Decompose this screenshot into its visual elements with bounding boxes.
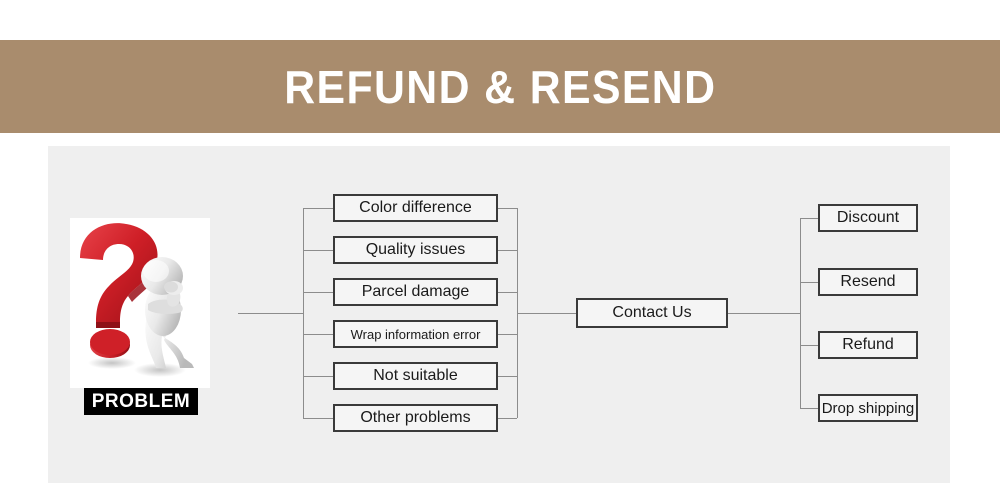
connector-stub-problem-1	[303, 208, 333, 209]
page-banner: REFUND & RESEND	[0, 40, 1000, 133]
connector-stub-problem-6	[303, 418, 333, 419]
connector-stub-solution-1	[800, 218, 818, 219]
solution-box-resend[interactable]: Resend	[818, 268, 918, 296]
diagram-panel: PROBLEM Color difference Quality issues …	[48, 146, 950, 483]
connector-stub-problem-5	[303, 376, 333, 377]
page-title: REFUND & RESEND	[283, 60, 717, 113]
problem-box-wrap-information-error[interactable]: Wrap information error	[333, 320, 498, 348]
problem-box-parcel-damage[interactable]: Parcel damage	[333, 278, 498, 306]
connector-stub-solution-2	[800, 282, 818, 283]
connector-stub-problem-4	[303, 334, 333, 335]
solution-box-drop-shipping[interactable]: Drop shipping	[818, 394, 918, 422]
connector-outstub-problem-4	[498, 334, 517, 335]
solution-box-refund[interactable]: Refund	[818, 331, 918, 359]
connector-outstub-problem-1	[498, 208, 517, 209]
connector-outstub-problem-5	[498, 376, 517, 377]
connector-outstub-problem-3	[498, 292, 517, 293]
problem-illustration	[70, 218, 210, 388]
connector-stub-solution-3	[800, 345, 818, 346]
question-mark-problem-icon	[80, 223, 194, 377]
connector-stub-problem-3	[303, 292, 333, 293]
problem-box-not-suitable[interactable]: Not suitable	[333, 362, 498, 390]
connector-bracket-to-hub	[517, 313, 576, 314]
solution-box-discount[interactable]: Discount	[818, 204, 918, 232]
connector-stub-problem-2	[303, 250, 333, 251]
connector-source-to-bracket	[238, 313, 303, 314]
connector-stub-solution-4	[800, 408, 818, 409]
connector-solution-bracket-spine	[800, 218, 801, 408]
problem-label: PROBLEM	[84, 388, 198, 415]
connector-left-bracket-spine	[303, 208, 304, 418]
connector-outstub-problem-2	[498, 250, 517, 251]
problem-box-quality-issues[interactable]: Quality issues	[333, 236, 498, 264]
connector-hub-to-solution-bracket	[728, 313, 800, 314]
connector-outstub-problem-6	[498, 418, 517, 419]
hub-box-contact-us[interactable]: Contact Us	[576, 298, 728, 328]
problem-box-color-difference[interactable]: Color difference	[333, 194, 498, 222]
problem-box-other-problems[interactable]: Other problems	[333, 404, 498, 432]
